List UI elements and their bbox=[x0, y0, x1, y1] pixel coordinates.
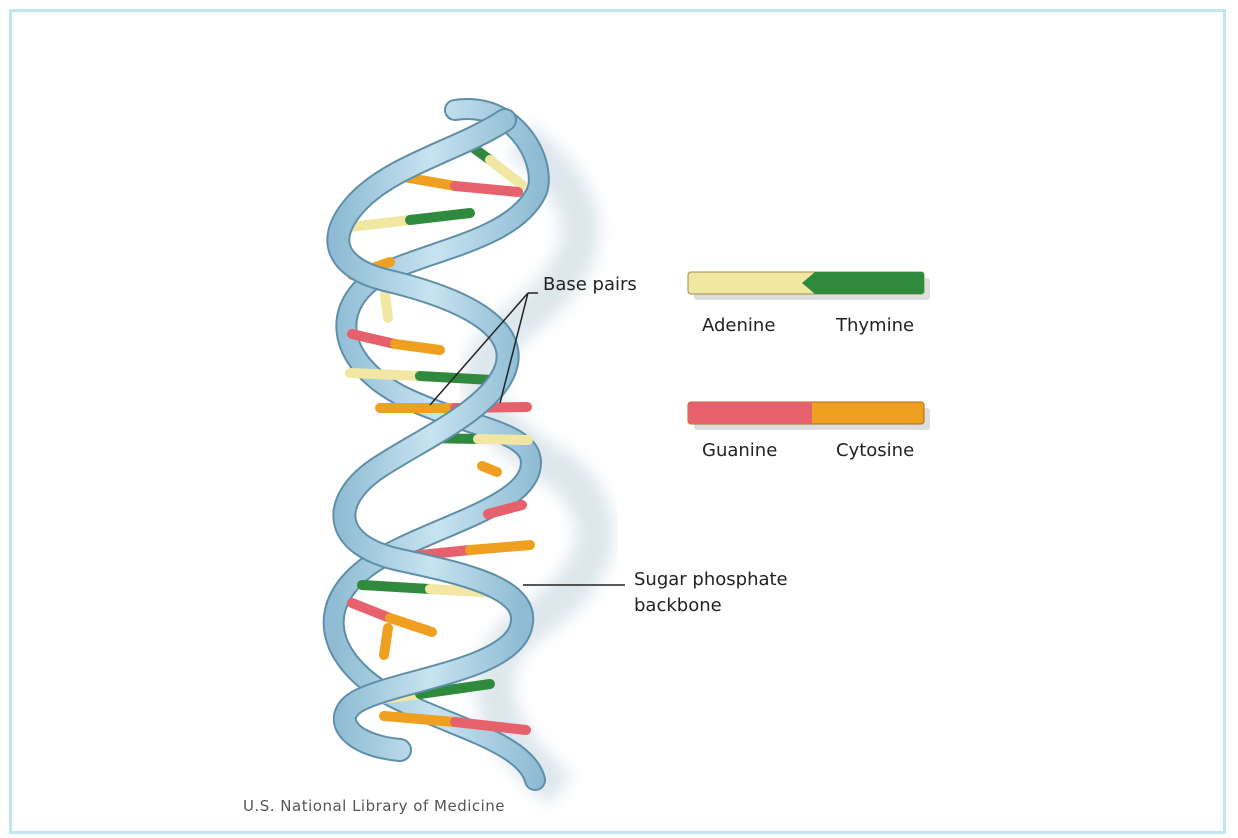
cytosine-label: Cytosine bbox=[836, 440, 914, 461]
base-pair bbox=[385, 295, 388, 318]
base-pair bbox=[384, 628, 388, 655]
base-pairs-label: Base pairs bbox=[543, 274, 637, 295]
adenine-label: Adenine bbox=[702, 315, 775, 336]
credit-text: U.S. National Library of Medicine bbox=[243, 797, 505, 815]
guanine-label: Guanine bbox=[702, 440, 777, 461]
backbone-label-line1: Sugar phosphate bbox=[634, 569, 788, 590]
base-pair bbox=[352, 334, 440, 350]
backbone-label-line2: backbone bbox=[634, 595, 722, 616]
legend-at-bar bbox=[688, 272, 930, 300]
thymine-label: Thymine bbox=[835, 315, 914, 336]
legend-gc-bar bbox=[688, 402, 930, 430]
base-pair bbox=[482, 466, 497, 472]
base-pair bbox=[350, 213, 470, 227]
